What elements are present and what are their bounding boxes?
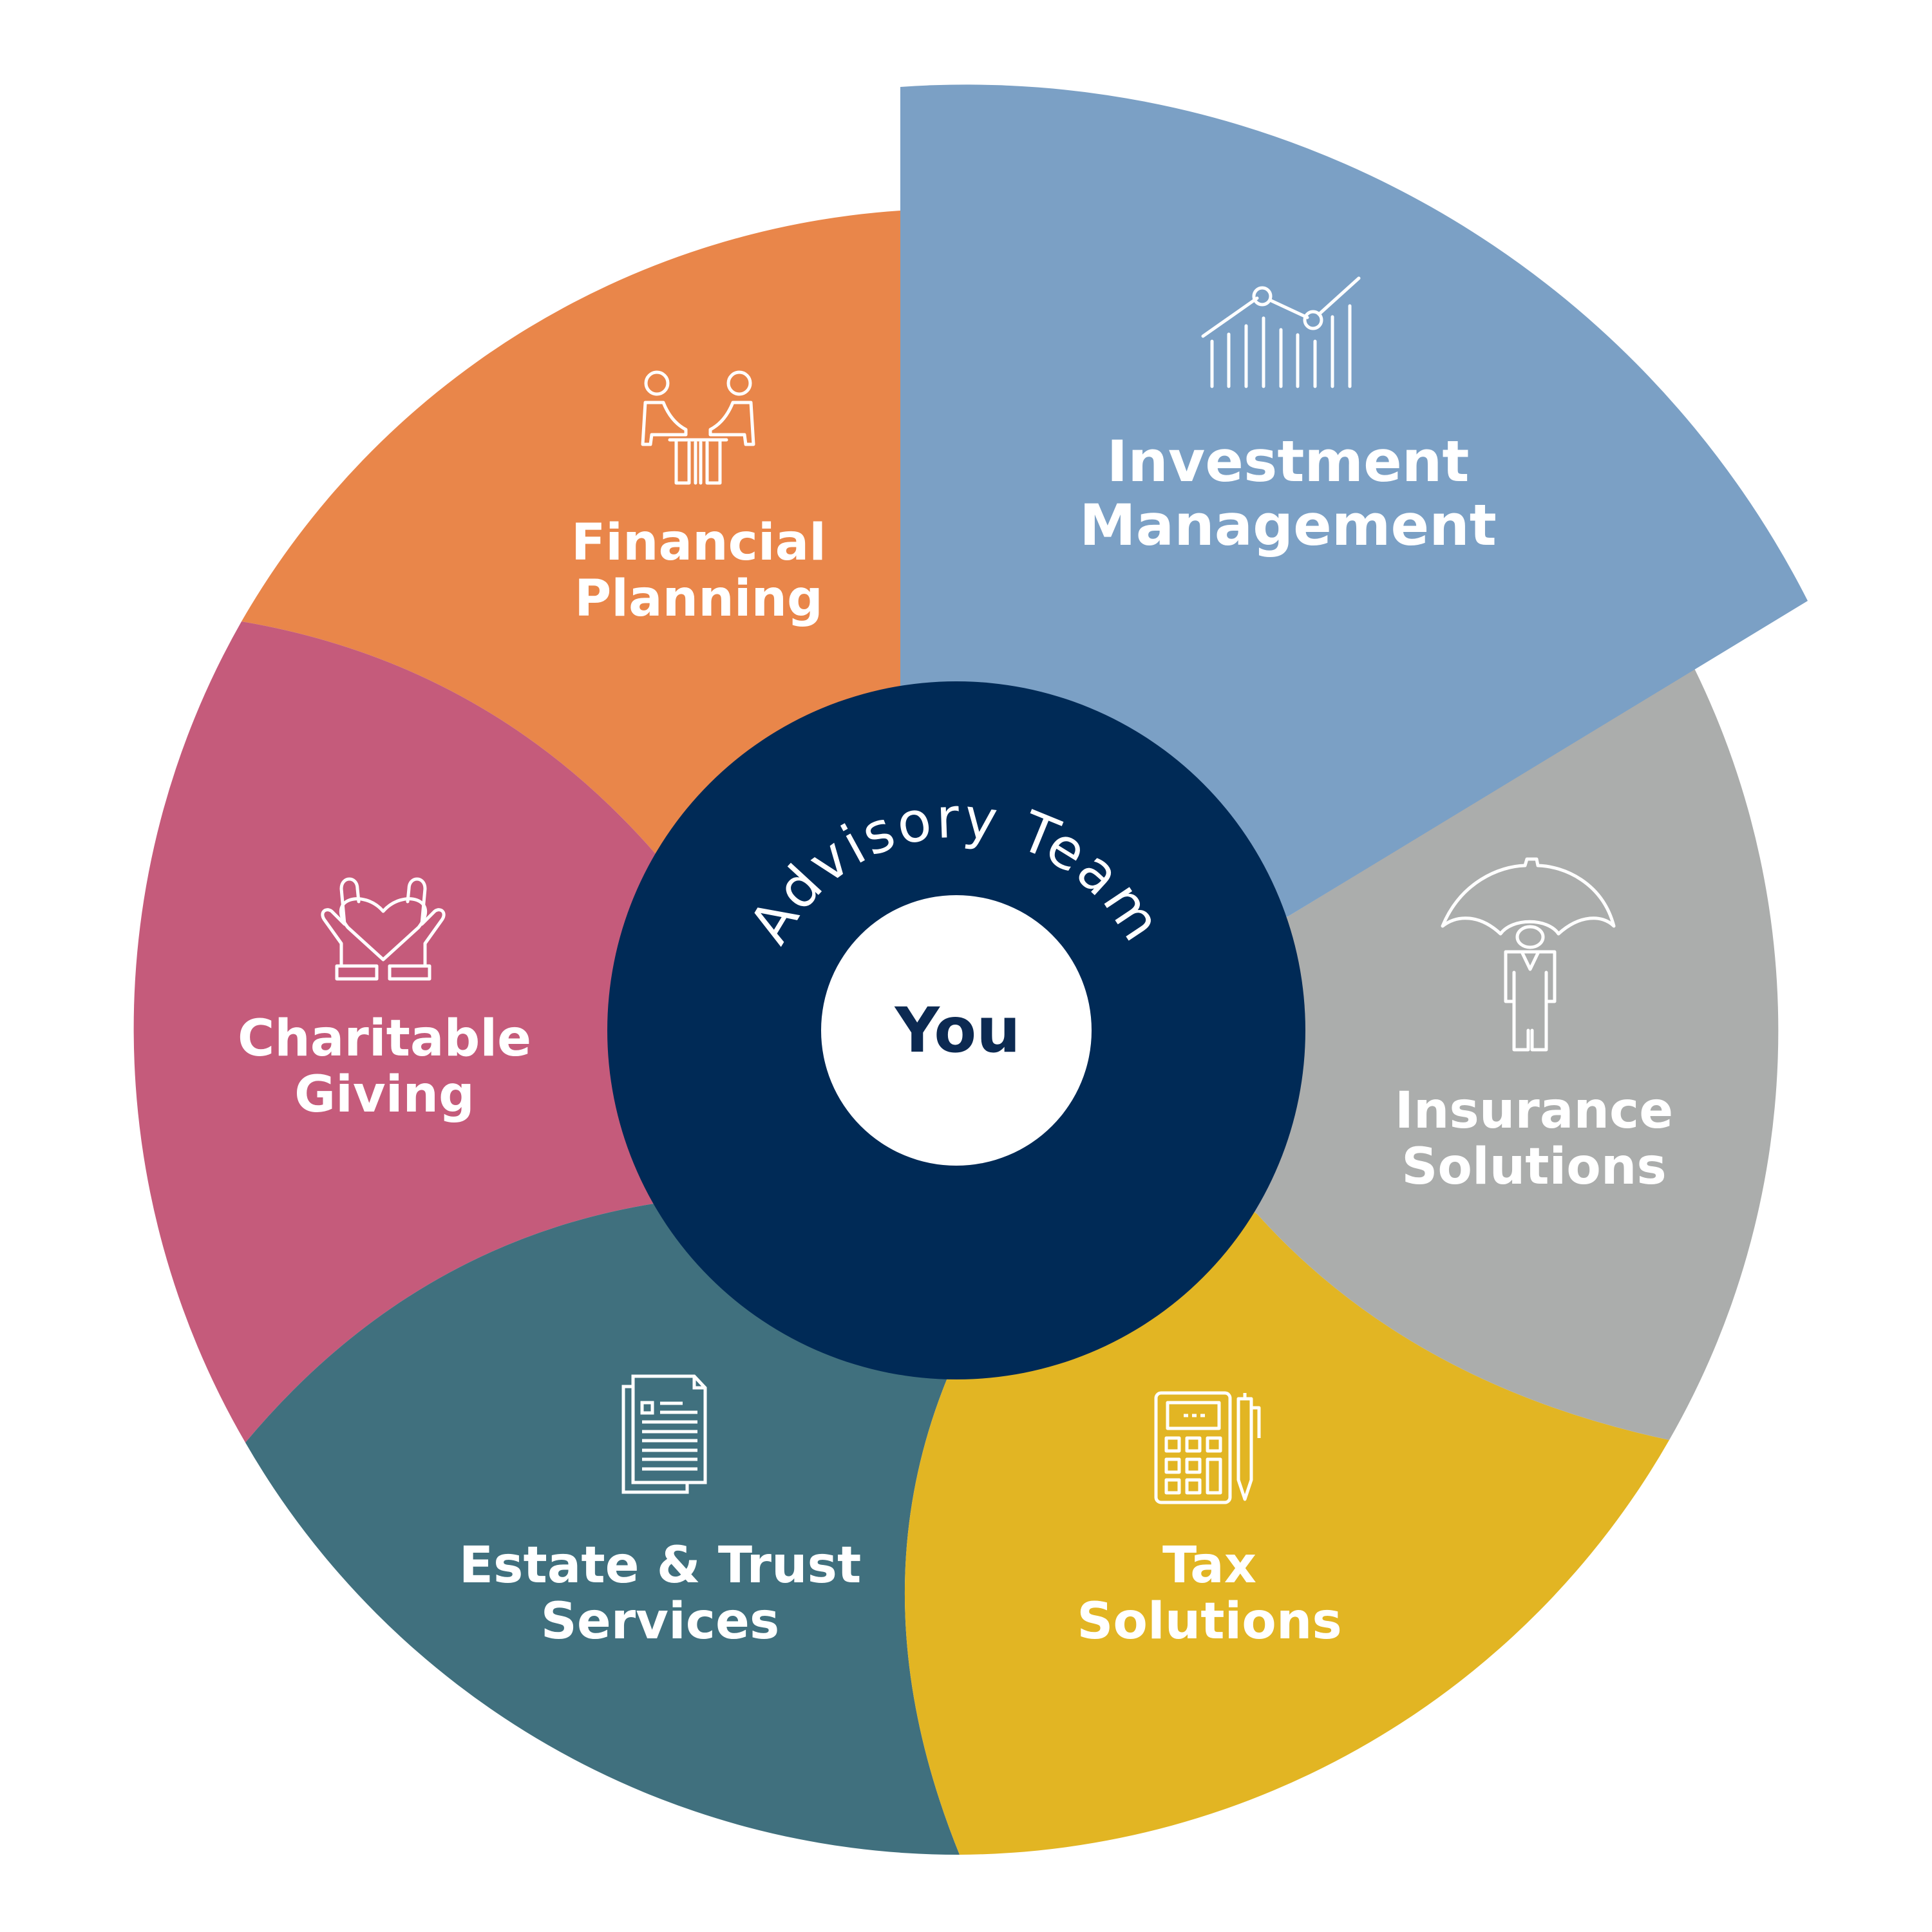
label-line: Management — [1079, 491, 1497, 558]
label-tax-solutions: Tax Solutions — [1077, 1537, 1342, 1651]
umbrella-person-icon — [1441, 857, 1616, 1052]
meeting-people-icon — [641, 370, 755, 485]
line-chart-icon — [1201, 276, 1361, 388]
you-circle[interactable] — [821, 895, 1092, 1166]
you-label: You — [895, 994, 1021, 1066]
label-charitable-giving: Charitable Giving — [237, 1010, 532, 1124]
hands-heart-icon — [321, 877, 446, 981]
label-line: Giving — [294, 1066, 475, 1124]
segment-insurance-solutions[interactable] — [956, 668, 1779, 1440]
label-line: Charitable — [237, 1010, 532, 1068]
label-line: Services — [540, 1593, 780, 1651]
calculator-pen-icon — [1154, 1391, 1261, 1504]
label-line: Solutions — [1077, 1593, 1342, 1651]
label-estate-trust-services: Estate & Trust Services — [459, 1537, 862, 1651]
label-line: Insurance — [1394, 1082, 1674, 1140]
documents-icon — [621, 1374, 707, 1494]
label-financial-planning: Financial Planning — [571, 515, 826, 628]
label-line: Estate & Trust — [459, 1537, 862, 1595]
label-investment-management: Investment Management — [1079, 430, 1497, 557]
label-line: Investment — [1106, 428, 1470, 495]
label-line: Solutions — [1401, 1138, 1667, 1197]
label-insurance-solutions: Insurance Solutions — [1395, 1083, 1673, 1196]
segment-charitable-giving[interactable] — [133, 621, 957, 1443]
label-line: Tax — [1162, 1537, 1257, 1595]
label-line: Financial — [571, 514, 827, 572]
label-line: Planning — [574, 570, 823, 629]
